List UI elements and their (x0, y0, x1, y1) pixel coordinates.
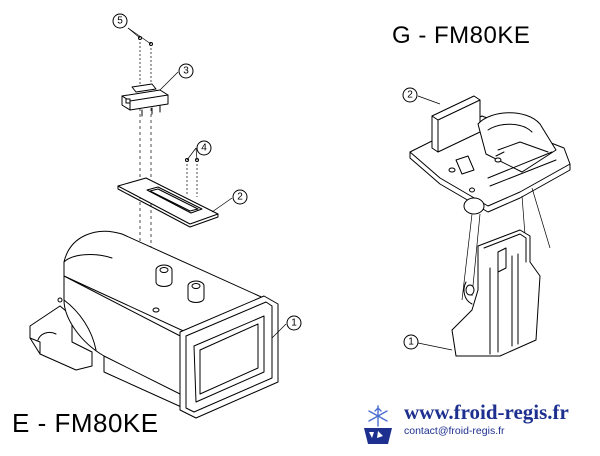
callout-e-2: 2 (232, 189, 248, 205)
microswitch-e (121, 83, 169, 117)
svg-text:5: 5 (117, 16, 123, 27)
callout-e-3: 3 (178, 63, 194, 79)
svg-text:2: 2 (237, 192, 243, 203)
callout-g-1: 1 (403, 334, 419, 350)
gasket-plate-e (117, 177, 219, 228)
contact-email-link[interactable]: contact@froid-regis.fr (404, 425, 505, 437)
svg-text:1: 1 (408, 337, 414, 348)
callout-e-5: 5 (112, 13, 128, 29)
snowflake-logo-icon (364, 405, 392, 444)
svg-text:1: 1 (291, 318, 297, 329)
svg-text:2: 2 (407, 90, 413, 101)
model-title-e: E - FM80KE (12, 408, 159, 438)
svg-text:4: 4 (201, 143, 207, 154)
screw-pair-e (138, 36, 153, 255)
leader-lines-e (127, 27, 287, 339)
assembly-e: 5 3 4 2 1 (29, 13, 302, 419)
svg-text:3: 3 (183, 66, 189, 77)
screw-pair-4 (185, 158, 199, 197)
callout-g-2: 2 (402, 87, 418, 103)
flap-plate-g (409, 95, 571, 215)
duct-body-e (29, 230, 279, 419)
leader-lines-g (417, 95, 453, 351)
model-title-g: G - FM80KE (392, 22, 531, 49)
callout-e-4: 4 (196, 140, 212, 156)
callout-e-1: 1 (286, 315, 302, 331)
bracket-g (451, 229, 541, 357)
assembly-g: 2 1 (402, 87, 571, 357)
website-link[interactable]: www.froid-regis.fr (404, 400, 569, 424)
